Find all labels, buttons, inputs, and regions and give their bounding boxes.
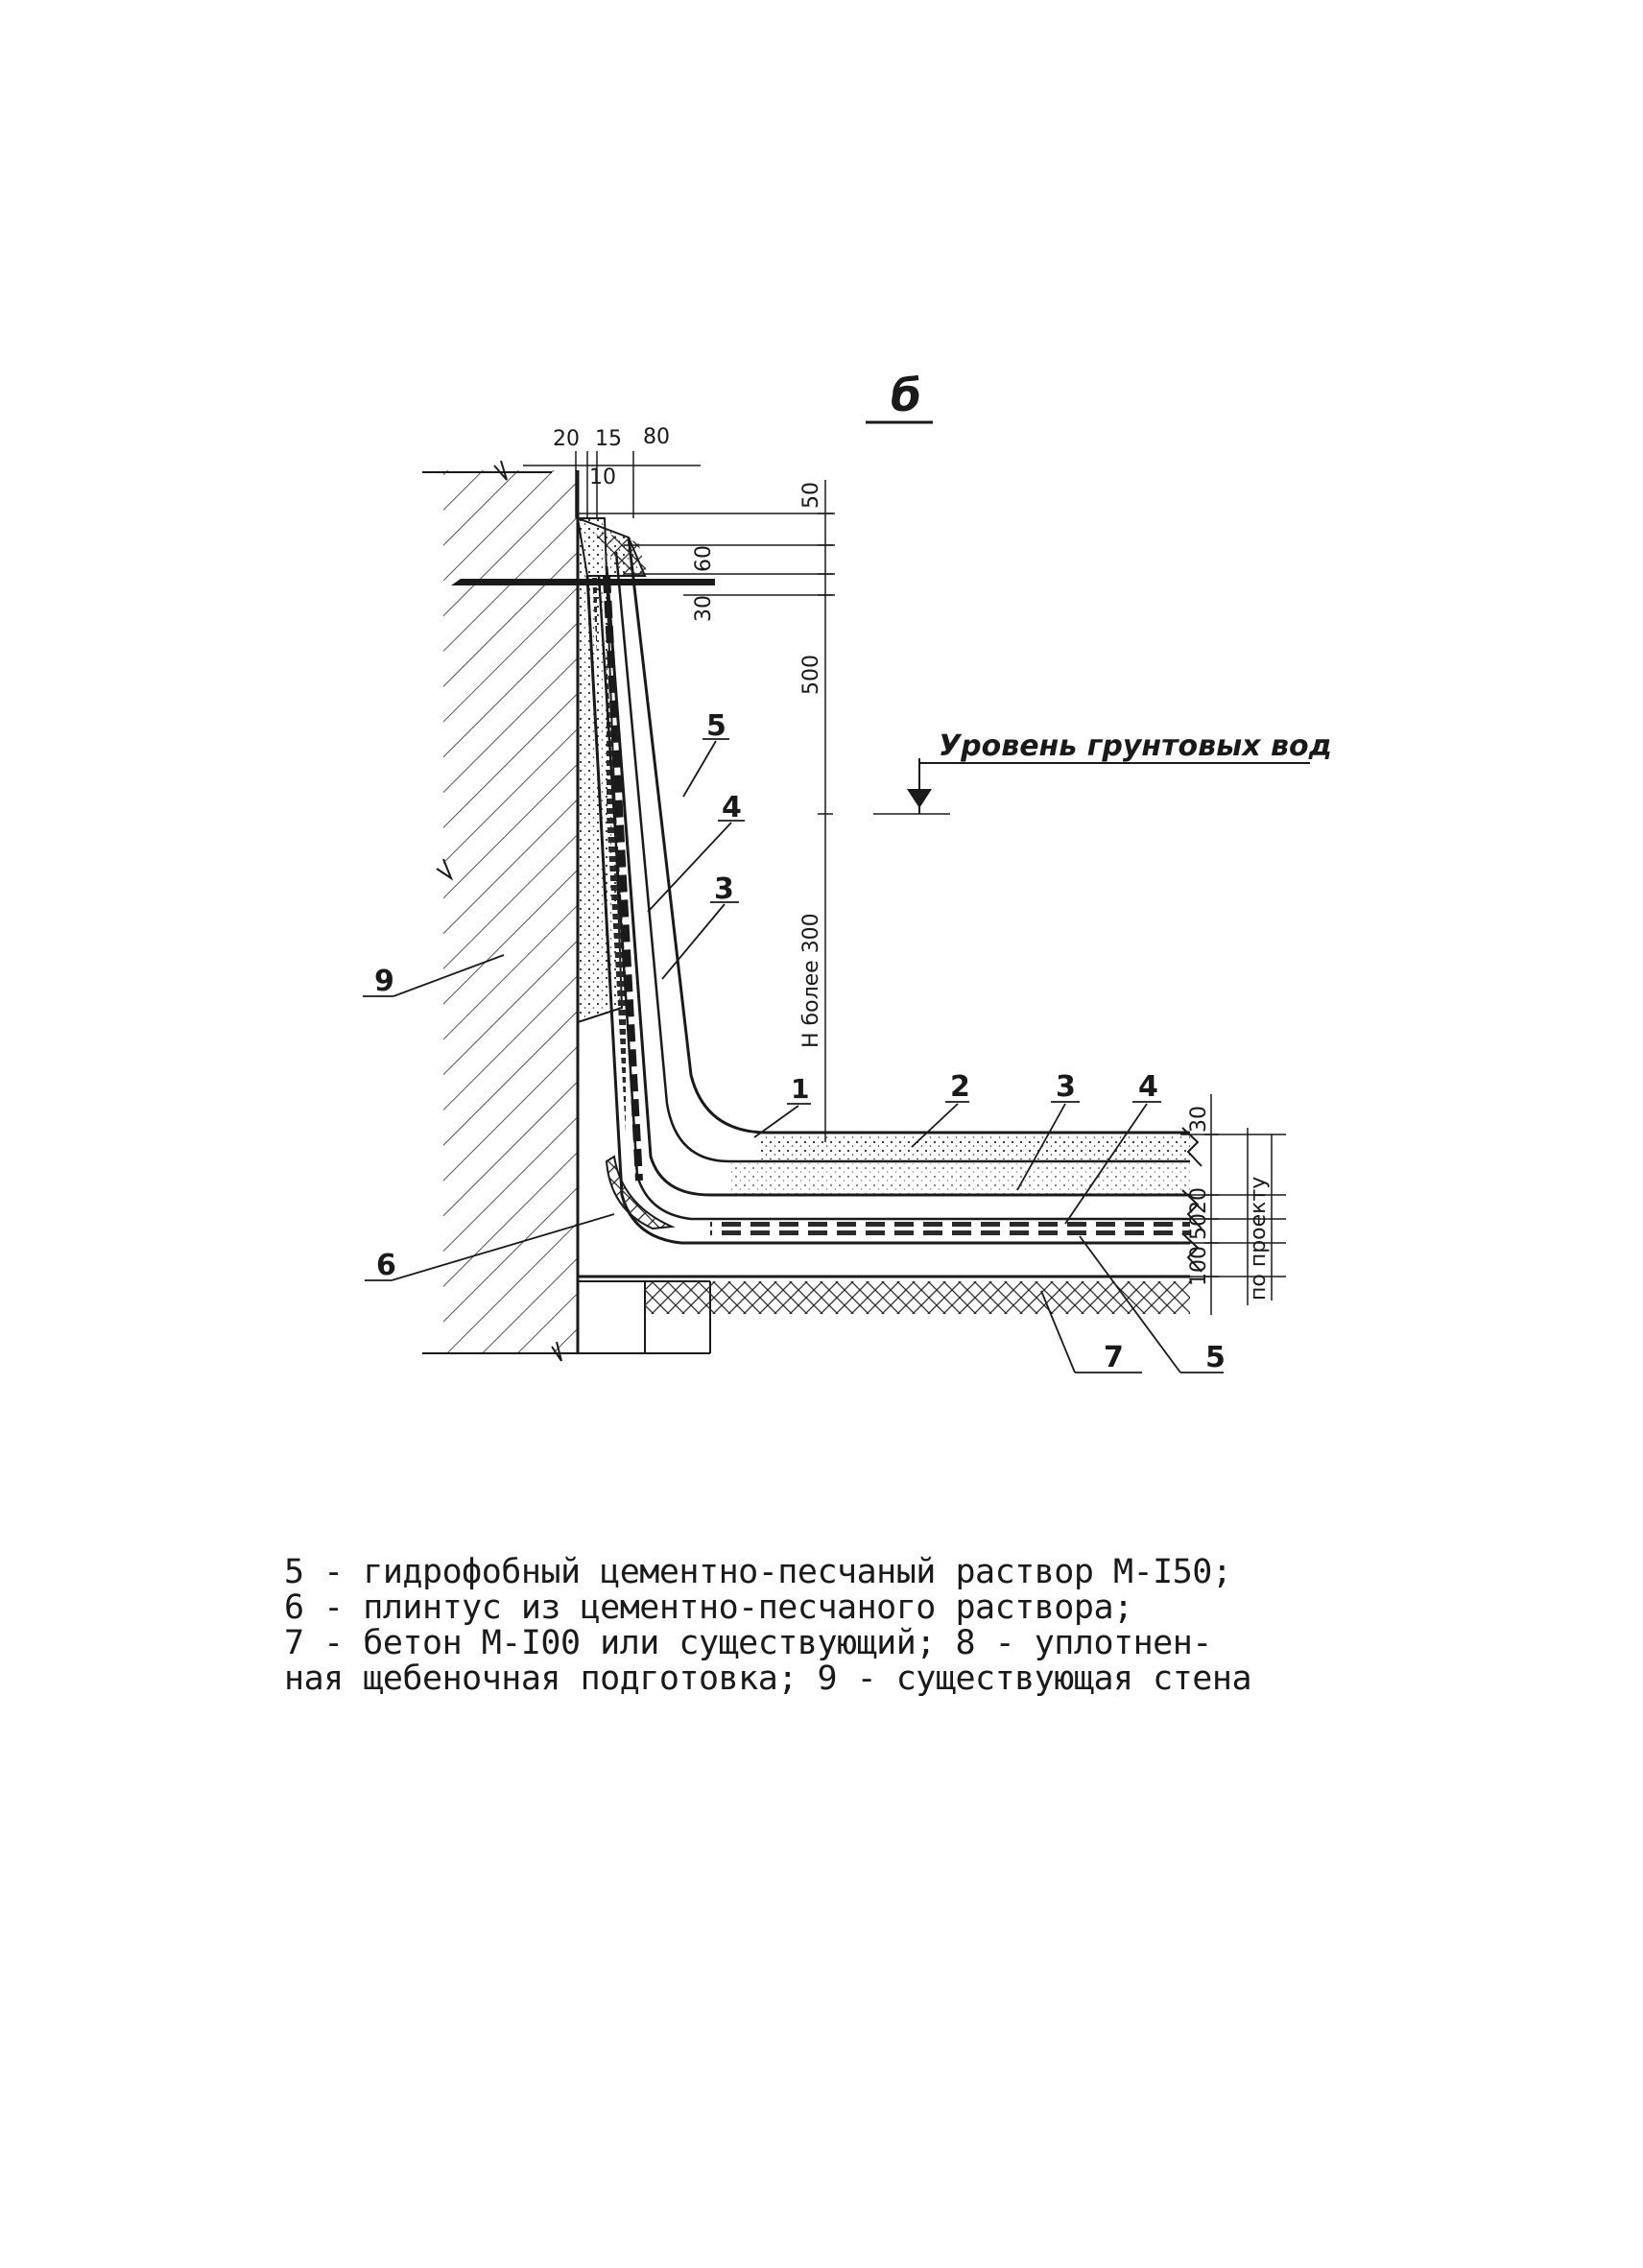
dim-20: 20 <box>553 427 580 451</box>
crushed-stone-bed <box>645 1281 1190 1314</box>
anchor-bolt <box>451 579 715 585</box>
groundwater-label: Уровень грунтовых вод <box>939 729 1332 763</box>
figure-title: б <box>891 370 921 421</box>
floor-protective-layer <box>729 1163 1190 1194</box>
floor-membrane <box>710 1222 1190 1235</box>
callout-1: 1 <box>791 1073 809 1105</box>
callout-3-wall: 3 <box>714 872 734 906</box>
dim-80: 80 <box>643 425 670 449</box>
callout-5-wall: 5 <box>706 709 726 743</box>
dim-10: 10 <box>589 466 616 489</box>
dim-500: 500 <box>799 655 823 695</box>
callout-2: 2 <box>950 1070 970 1104</box>
legend: 5 - гидрофобный цементно-песчаный раство… <box>284 1555 1321 1697</box>
plinth <box>605 1155 676 1230</box>
callout-4-floor: 4 <box>1138 1070 1158 1104</box>
legend-line: 5 - гидрофобный цементно-песчаный раство… <box>284 1553 1232 1591</box>
dim-by-project: по проекту <box>1247 1177 1271 1301</box>
floor-top-screed <box>758 1134 1190 1159</box>
legend-line: 6 - плинтус из цементно-песчаного раство… <box>284 1588 1133 1627</box>
dim-15: 15 <box>595 427 622 451</box>
dim-20-floor: 20 <box>1187 1187 1211 1214</box>
callout-3-floor: 3 <box>1056 1070 1076 1104</box>
dim-30-top: 30 <box>692 595 716 622</box>
dim-h-max: H более 300 <box>799 913 823 1048</box>
leader-lines <box>363 738 1224 1373</box>
dim-100: 100 <box>1187 1246 1211 1286</box>
groundwater-level-marker <box>907 758 1310 814</box>
callout-9: 9 <box>374 965 394 998</box>
floor-dimensions <box>1180 1094 1286 1315</box>
dim-50-floor: 50 <box>1187 1213 1211 1240</box>
legend-line: ная щебеночная подготовка; 9 - существую… <box>284 1659 1252 1698</box>
callout-7: 7 <box>1104 1341 1124 1374</box>
dim-30-floor: 30 <box>1187 1106 1211 1133</box>
top-dimensions <box>523 451 950 1142</box>
callout-5-floor: 5 <box>1205 1341 1226 1374</box>
callout-6: 6 <box>376 1249 396 1282</box>
vertical-membrane <box>592 575 638 1182</box>
legend-line: 7 - бетон М-I00 или существующий; 8 - уп… <box>284 1624 1212 1662</box>
dim-50: 50 <box>799 482 823 509</box>
dim-60: 60 <box>692 545 716 572</box>
callout-4-wall: 4 <box>722 791 742 824</box>
